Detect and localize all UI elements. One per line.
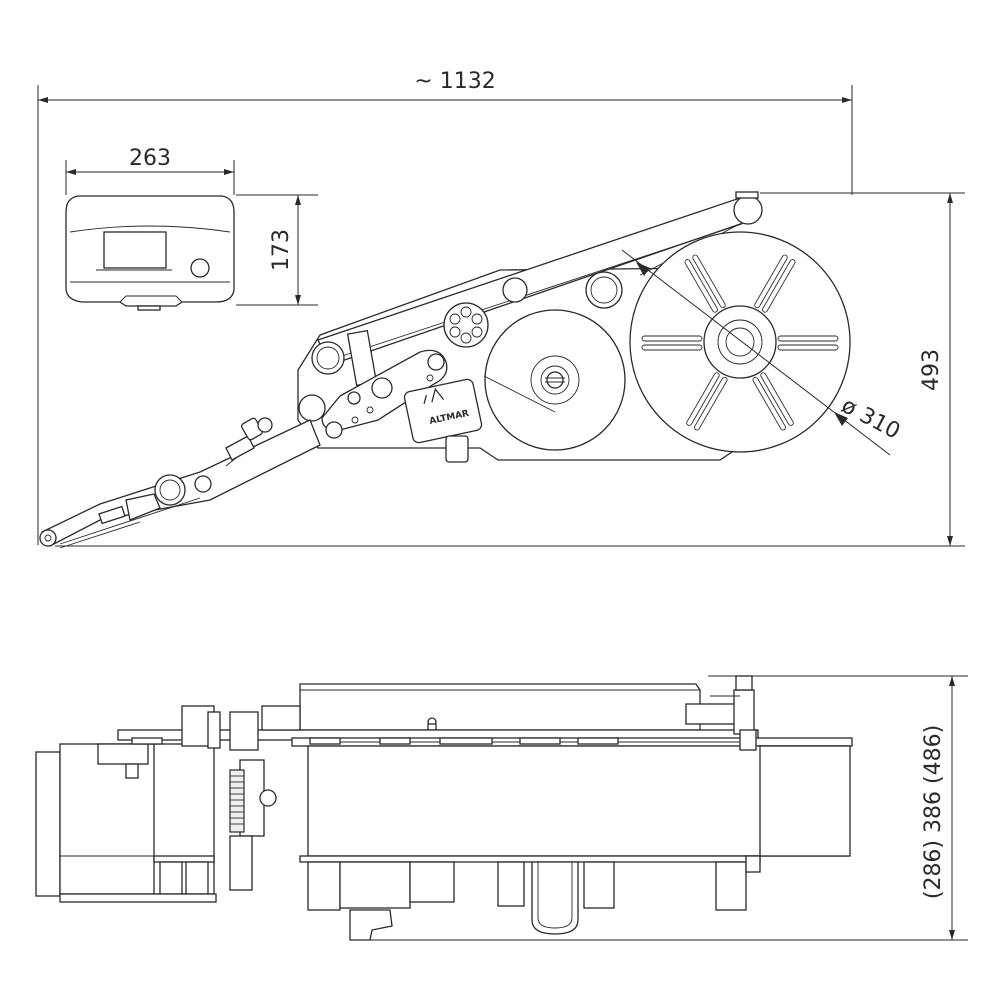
applicator-arm xyxy=(39,419,321,549)
guide-rollers xyxy=(298,271,623,422)
dimension-label-overall-height: 493 xyxy=(919,349,944,391)
unwind-reel xyxy=(629,231,851,453)
top-rollers xyxy=(131,737,619,745)
lower-components xyxy=(307,855,761,941)
controller-top xyxy=(35,743,161,897)
top-view: (286) 386 (486) xyxy=(35,675,968,941)
dimension-controller-width: 263 xyxy=(65,146,235,195)
dancer-arm xyxy=(321,329,448,439)
top-cover xyxy=(299,683,701,731)
rewind-reel xyxy=(483,309,626,451)
dimension-overall-height: 493 xyxy=(55,192,965,547)
drive-hub xyxy=(443,302,489,348)
dimension-label-overall-width: ~ 1132 xyxy=(414,69,495,94)
dimension-label-reel-diameter: ø 310 xyxy=(837,393,904,444)
reel-cylinder xyxy=(299,745,851,863)
adjustment-knob xyxy=(225,417,273,467)
controller-unit xyxy=(65,195,235,311)
motor-box: ALTMAR xyxy=(403,378,483,463)
dimension-label-controller-width: 263 xyxy=(129,146,171,171)
right-end-block xyxy=(685,675,757,751)
dimension-overall-width: ~ 1132 xyxy=(37,69,853,545)
dimension-controller-height: 173 xyxy=(236,194,318,306)
dimension-label-controller-height: 173 xyxy=(269,229,294,271)
applicator-top xyxy=(59,705,301,903)
dimension-label-depth: (286) 386 (486) xyxy=(921,725,946,899)
side-view: ~ 1132 263 173 xyxy=(37,69,965,549)
